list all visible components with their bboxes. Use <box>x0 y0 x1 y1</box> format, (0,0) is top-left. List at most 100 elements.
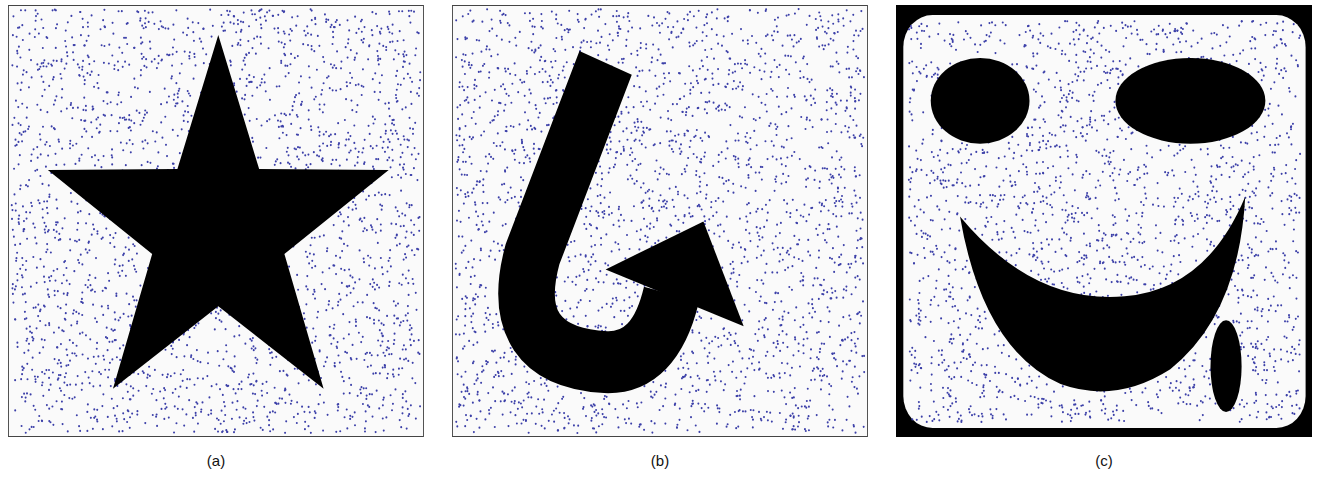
sample-point <box>118 122 120 124</box>
sample-point <box>56 23 58 25</box>
sample-point <box>294 368 296 370</box>
sample-point <box>56 346 58 348</box>
sample-point <box>110 101 112 103</box>
sample-point <box>54 280 56 282</box>
sample-point <box>266 392 268 394</box>
sample-point <box>405 236 407 238</box>
sample-point <box>57 305 59 307</box>
sample-point <box>73 270 75 272</box>
sample-point <box>20 124 22 126</box>
sample-point <box>329 87 331 89</box>
sample-point <box>28 343 30 345</box>
sample-point <box>153 23 155 25</box>
sample-point <box>140 37 142 39</box>
sample-point <box>278 137 280 139</box>
sample-point <box>58 359 60 361</box>
sample-point <box>114 263 116 265</box>
sample-point <box>67 292 69 294</box>
sample-point <box>418 87 420 89</box>
sample-point <box>405 400 407 402</box>
sample-point <box>358 28 360 30</box>
sample-point <box>311 45 313 47</box>
sample-point <box>128 119 130 121</box>
sample-point <box>44 144 46 146</box>
sample-point <box>111 54 113 56</box>
sample-point <box>405 277 407 279</box>
sample-point <box>281 41 283 43</box>
sample-point <box>17 346 19 348</box>
sample-point <box>405 256 407 258</box>
sample-point <box>249 338 251 340</box>
sample-point <box>61 88 63 90</box>
sample-point <box>170 345 172 347</box>
sample-point <box>381 266 383 268</box>
sample-point <box>63 274 65 276</box>
sample-point <box>173 99 175 101</box>
sample-point <box>359 219 361 221</box>
sample-point <box>333 64 335 66</box>
sample-point <box>323 61 325 63</box>
sample-point <box>268 424 270 426</box>
sample-point <box>224 405 226 407</box>
sample-point <box>69 140 71 142</box>
sample-point <box>381 205 383 207</box>
sample-point <box>399 358 401 360</box>
sample-point <box>290 403 292 405</box>
sample-point <box>21 396 23 398</box>
sample-point <box>38 415 40 417</box>
sample-point <box>22 276 24 278</box>
sample-point <box>28 49 30 51</box>
sample-point <box>174 405 176 407</box>
sample-point <box>96 82 98 84</box>
sample-point <box>258 10 260 12</box>
sample-point <box>125 164 127 166</box>
sample-point <box>41 371 43 373</box>
sample-point <box>63 381 65 383</box>
sample-point <box>282 126 284 128</box>
sample-point <box>104 369 106 371</box>
sample-point <box>84 83 86 85</box>
sample-point <box>260 427 262 429</box>
sample-point <box>405 348 407 350</box>
sample-point <box>193 53 195 55</box>
sample-point <box>28 86 30 88</box>
sample-point <box>248 74 250 76</box>
sample-point <box>102 290 104 292</box>
sample-point <box>411 154 413 156</box>
sample-point <box>399 164 401 166</box>
sample-point <box>339 165 341 167</box>
sample-point <box>102 355 104 357</box>
sample-point <box>364 161 366 163</box>
sample-point <box>48 184 50 186</box>
sample-point <box>163 397 165 399</box>
sample-point <box>378 192 380 194</box>
sample-point <box>179 386 181 388</box>
sample-point <box>403 358 405 360</box>
sample-point <box>410 404 412 406</box>
sample-point <box>280 112 282 114</box>
sample-point <box>180 373 182 375</box>
sample-point <box>217 350 219 352</box>
sample-point <box>349 275 351 277</box>
sample-point <box>130 385 132 387</box>
sample-point <box>372 116 374 118</box>
sample-point <box>48 276 50 278</box>
sample-point <box>115 232 117 234</box>
sample-point <box>173 94 175 96</box>
sample-point <box>269 67 271 69</box>
sample-point <box>251 347 253 349</box>
sample-point <box>350 49 352 51</box>
sample-point <box>341 282 343 284</box>
sample-point <box>387 28 389 30</box>
sample-point <box>104 287 106 289</box>
sample-point <box>405 106 407 108</box>
sample-point <box>377 158 379 160</box>
sample-point <box>15 139 17 141</box>
sample-point <box>377 57 379 59</box>
sample-point <box>105 227 107 229</box>
sample-point <box>337 122 339 124</box>
sample-point <box>397 83 399 85</box>
sample-point <box>346 85 348 87</box>
sample-point <box>56 346 58 348</box>
sample-point <box>277 32 279 34</box>
